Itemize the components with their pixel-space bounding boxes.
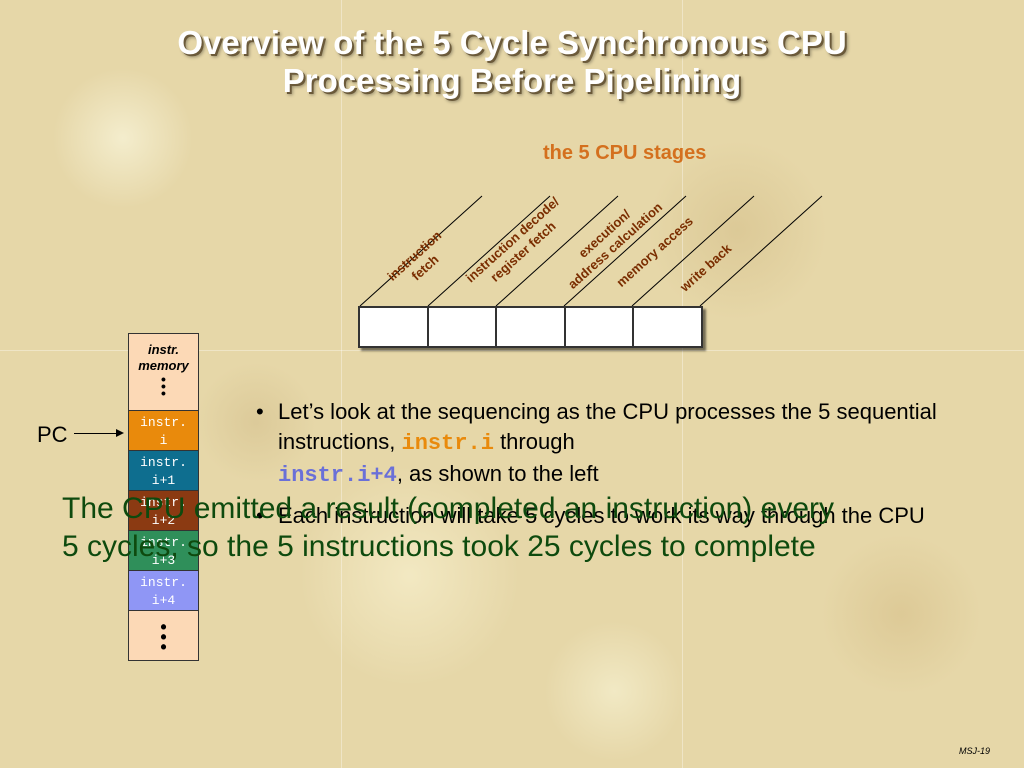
stage-divider-line [359,195,483,307]
slide-title: Overview of the 5 Cycle Synchronous CPU … [0,24,1024,100]
stage-box-execute [497,308,566,346]
title-line-1: Overview of the 5 Cycle Synchronous CPU [177,24,847,61]
instruction-slot-line-1: instr. [140,495,187,510]
bullet-item-1: • Let’s look at the sequencing as the CP… [256,397,946,491]
instruction-slot-line-1: instr. [140,455,187,470]
stage-divider-line [563,195,687,307]
stage-divider-line [495,195,619,307]
ellipsis-top: ••• [161,371,166,401]
bullet-1-code-2: instr.i+4 [278,463,397,488]
stage-label: instruction decode/register fetch [463,194,573,298]
pc-arrow [74,429,124,437]
grid-line-h [0,350,1024,351]
overlay-line-1: The CPU emitted a result (completed an i… [62,492,834,525]
instruction-slot: instr. i+4 [129,570,198,610]
memory-empty-region [129,610,198,611]
bullet-1-text-3: , as shown to the left [396,461,599,486]
instruction-slot: instr. i+1 [129,450,198,490]
instruction-slot-line-2: i+1 [151,473,176,488]
instruction-slot: instr. i [129,410,198,450]
bullet-list: • Let’s look at the sequencing as the CP… [256,397,946,531]
slide-footer: MSJ-19 [958,746,990,756]
bullet-dot: • [256,399,264,424]
grid-line-v [341,0,342,768]
stage-box-fetch [360,308,429,346]
overlay-conclusion: The CPU emitted a result (completed an i… [62,490,962,566]
instruction-slot-line-2: i [159,433,168,448]
stage-box-memory [565,308,635,346]
instruction-slot-line-2: i+2 [151,513,176,528]
stage-box-writeback [634,308,701,346]
stages-caption: the 5 CPU stages [543,142,707,164]
stage-lines [359,195,823,307]
overlay-line-2: 5 cycles, so the 5 instructions took 25 … [62,530,816,563]
stage-label: instructionfetch [384,228,455,296]
instruction-slot-line-2: i+4 [151,593,176,608]
pipeline-stage-boxes [358,306,703,348]
stage-label: write back [676,240,735,295]
bullet-dot: • [256,503,264,528]
memory-header-line-1: instr. [147,342,180,357]
memory-header-line-2: memory [138,358,189,373]
bullet-item-2: • Each instruction will take 5 cycles to… [256,501,946,531]
memory-header: instr. memory [129,334,198,374]
instruction-slot-line-1: instr. [140,415,187,430]
pc-label: PC [37,422,68,447]
stage-divider-line [427,195,551,307]
bullet-1-text-1: Let’s look at the sequencing as the CPU … [278,399,937,454]
stage-divider-line [699,195,823,307]
instruction-slot: instr. i+3 [129,530,198,570]
title-line-2: Processing Before Pipelining [282,62,742,99]
stage-box-decode [428,308,498,346]
ellipsis-bottom: ••• [160,617,167,657]
bullet-1-text-2: through [500,429,575,454]
stage-divider-line [631,195,755,307]
instruction-slot-line-1: instr. [140,575,187,590]
bullet-1-code-1: instr.i [401,431,494,456]
bullet-2-text: Each instruction will take 5 cycles to w… [278,503,925,528]
instruction-slot-line-1: instr. [140,535,187,550]
instruction-slot-line-2: i+3 [151,553,176,568]
instruction-slot: instr. i+2 [129,490,198,530]
grid-line-v [682,0,683,768]
